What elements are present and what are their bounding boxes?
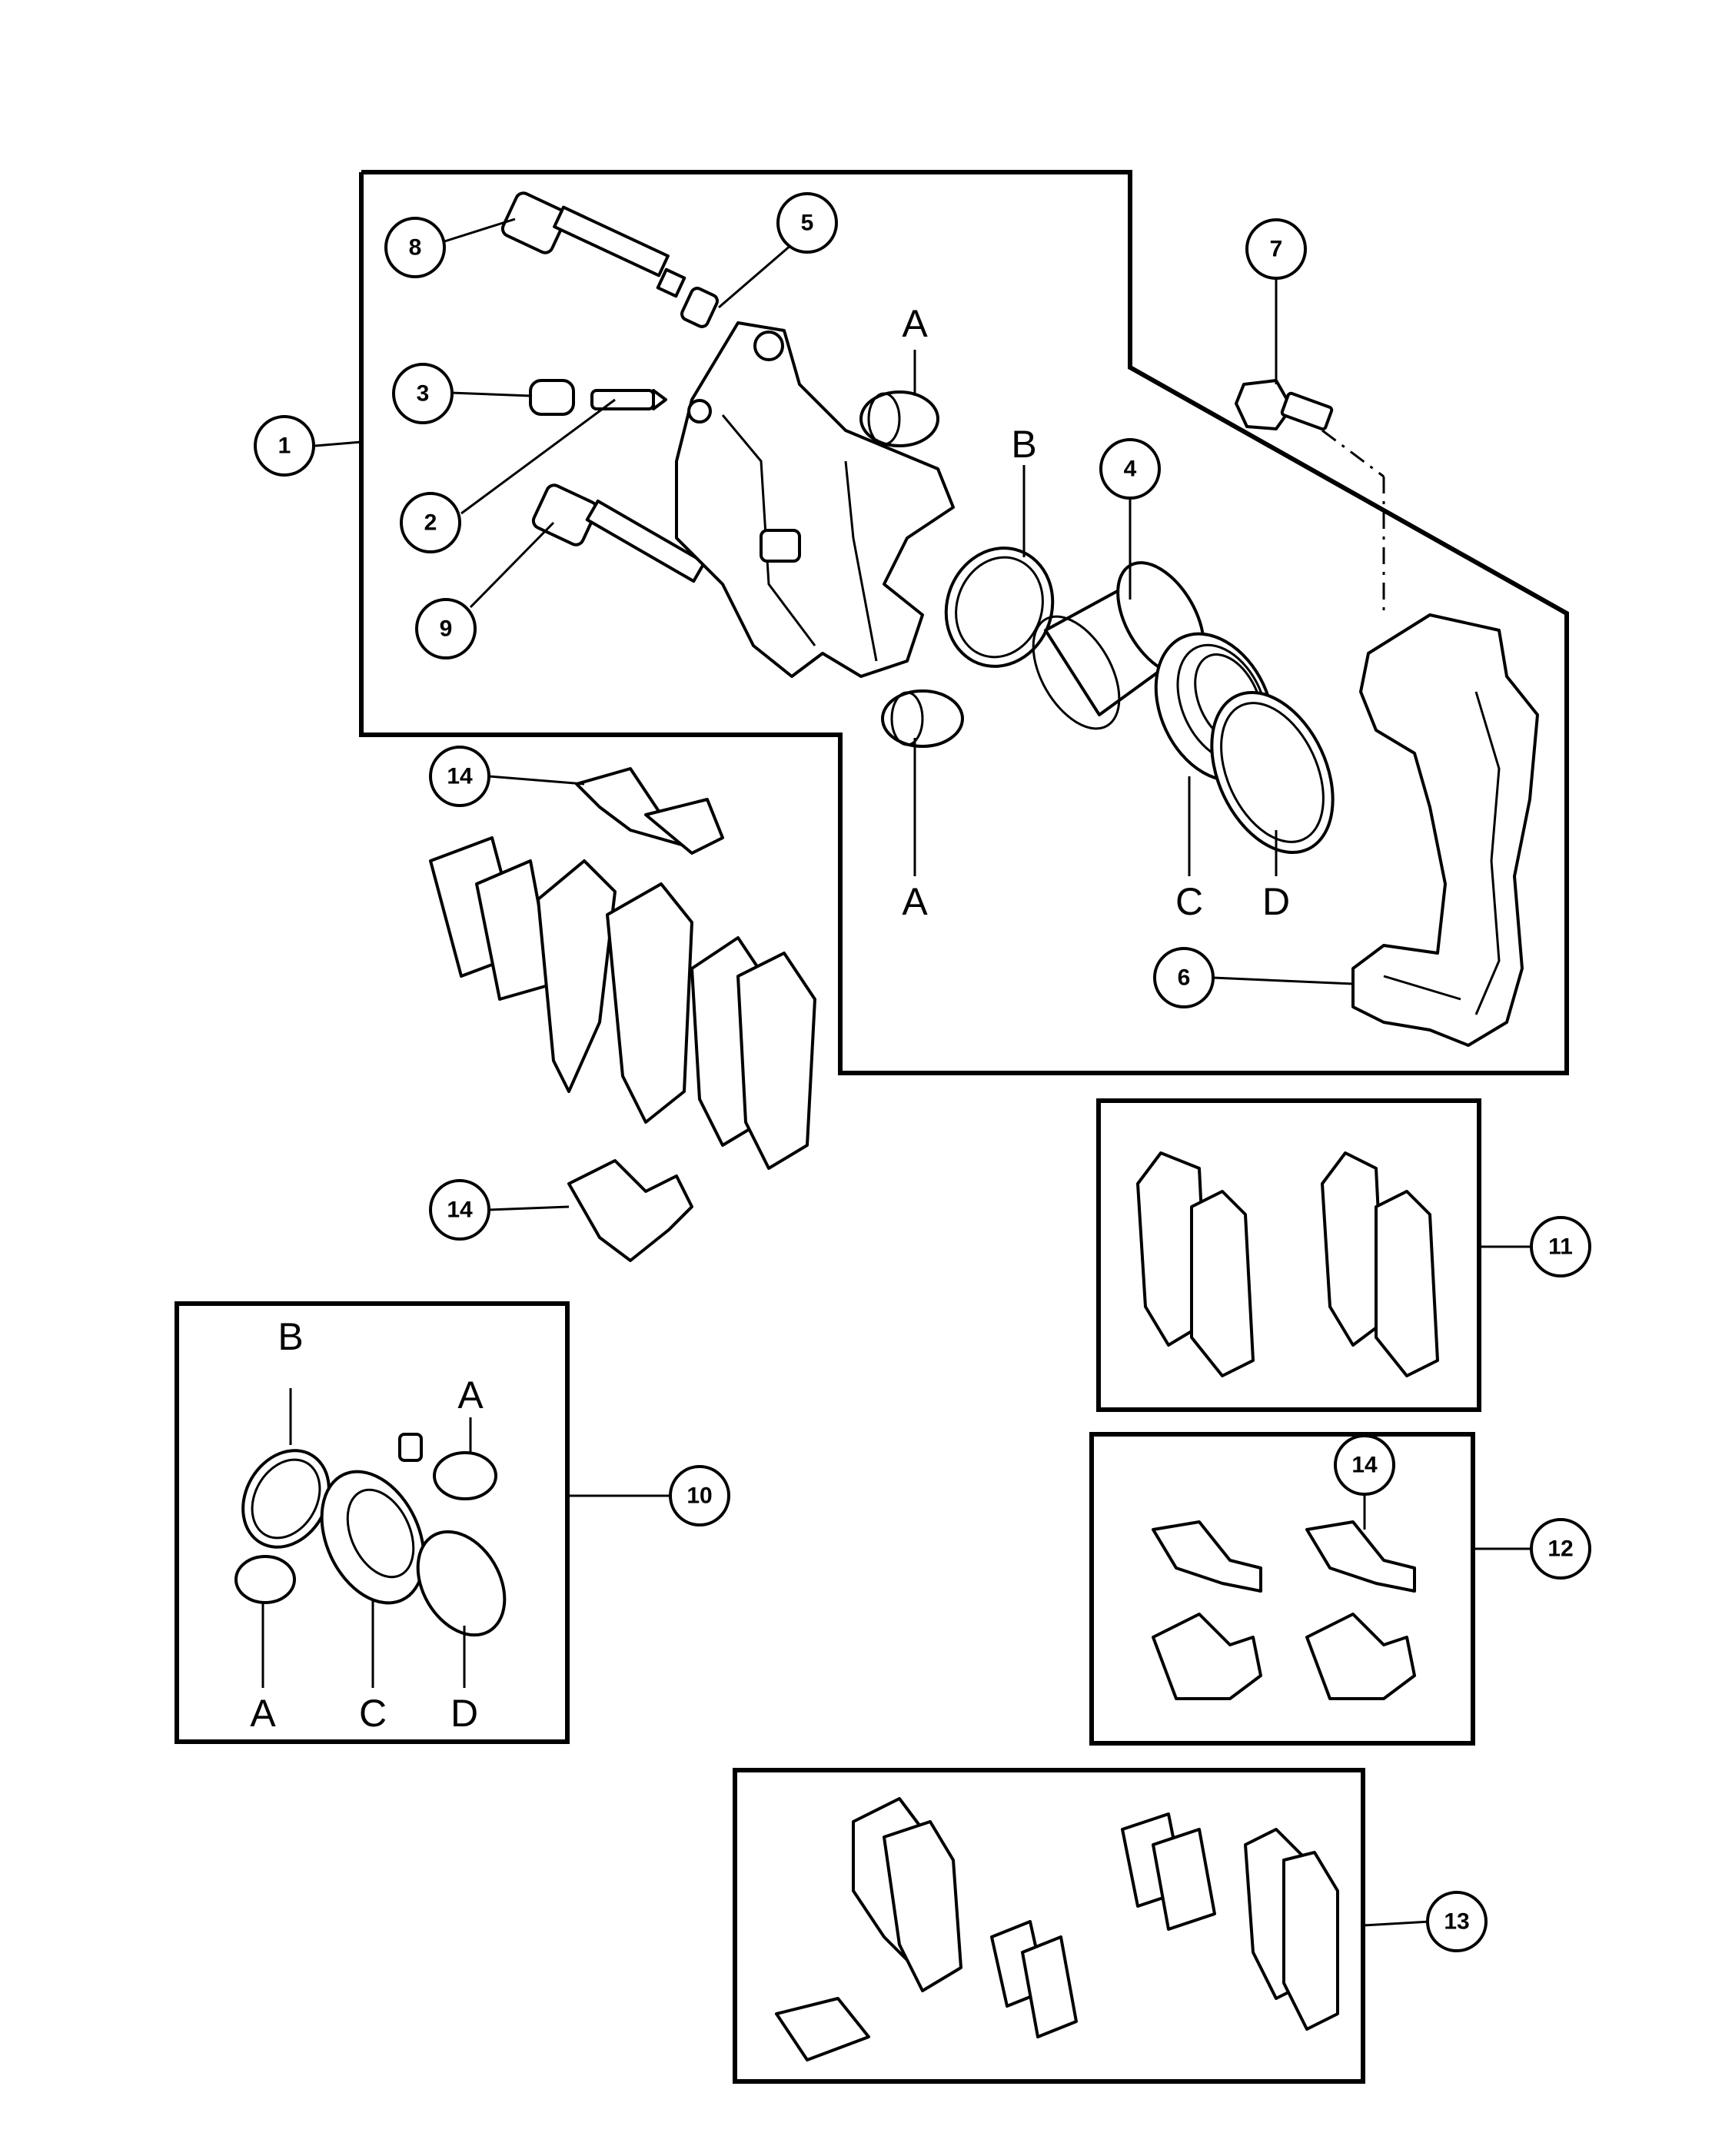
callout-12: 12: [1530, 1518, 1591, 1580]
svg-text:13: 13: [1444, 1909, 1469, 1935]
svg-text:9: 9: [440, 616, 453, 642]
leader-lines: [261, 218, 1534, 1927]
anti-rattle-clip-lower: [567, 1159, 693, 1262]
svg-text:7: 7: [1270, 237, 1283, 262]
svg-text:14: 14: [447, 764, 473, 789]
brake-pad-set-main: [429, 836, 816, 1170]
bushing: [680, 287, 719, 328]
callout-4: 4: [1099, 438, 1161, 500]
label-b-kit: B: [278, 1315, 303, 1358]
label-c-kit: C: [359, 1692, 387, 1735]
bleeder-cap: [529, 379, 575, 416]
clip-kit-frame: [1089, 1432, 1475, 1746]
callout-14-kit: 14: [1334, 1434, 1395, 1496]
boot-retaining-ring: [1210, 691, 1335, 854]
svg-text:10: 10: [686, 1483, 712, 1509]
seal-kit-piston-seal: [241, 1449, 331, 1549]
label-a-kit-left: A: [250, 1692, 276, 1735]
adapter-mounting-bolt: [1235, 379, 1334, 431]
callout-5: 5: [776, 192, 838, 254]
caliper-adapter: [1351, 613, 1539, 1047]
callout-10: 10: [669, 1465, 730, 1526]
anti-rattle-clip-upper: [575, 767, 724, 855]
callout-11: 11: [1530, 1216, 1591, 1277]
svg-text:6: 6: [1178, 965, 1191, 991]
callout-8: 8: [384, 217, 446, 278]
guide-pin-bolt-upper: [500, 191, 686, 298]
callout-14-upper: 14: [429, 746, 490, 807]
svg-text:8: 8: [409, 235, 422, 261]
pin-boot-lower: [881, 689, 964, 748]
svg-text:5: 5: [801, 211, 814, 236]
pad-kit-frame: [1096, 1098, 1481, 1412]
callout-3: 3: [392, 363, 454, 424]
caliper-housing: [675, 321, 955, 678]
label-d-kit: D: [450, 1692, 478, 1735]
label-a-top: A: [902, 302, 928, 345]
callout-6: 6: [1153, 947, 1215, 1008]
seal-kit-boot-a-right: [398, 1433, 497, 1500]
bleeder-screw: [590, 389, 667, 410]
svg-text:4: 4: [1124, 457, 1137, 482]
svg-text:14: 14: [447, 1198, 473, 1223]
piston-seal: [944, 546, 1055, 668]
label-b-main: B: [1011, 423, 1036, 466]
seal-kit-dust-boot-c: [320, 1470, 426, 1605]
svg-text:14: 14: [1351, 1453, 1378, 1478]
pin-boot-upper: [859, 390, 939, 447]
callout-13: 13: [1426, 1891, 1488, 1952]
hardware-kit-frame: [733, 1768, 1365, 2084]
callout-14-lower: 14: [429, 1179, 490, 1241]
pad-kit-pads: [1136, 1151, 1439, 1377]
svg-text:1: 1: [278, 434, 291, 459]
svg-text:3: 3: [417, 381, 430, 407]
label-c-main: C: [1175, 880, 1203, 923]
clip-kit-clips: [1152, 1520, 1416, 1700]
seal-kit-retaining-ring-d: [416, 1530, 507, 1637]
caliper-assembly-frame: [359, 170, 1569, 1075]
svg-text:2: 2: [424, 510, 437, 536]
hardware-kit-parts: [775, 1797, 1339, 2061]
callout-1: 1: [254, 415, 315, 477]
callout-7: 7: [1245, 218, 1307, 280]
label-d-main: D: [1262, 880, 1290, 923]
guide-pin-bolt-lower: [531, 483, 706, 583]
label-a-kit-right: A: [457, 1374, 484, 1417]
callout-2: 2: [400, 492, 461, 553]
seal-kit-boot-a-left: [234, 1555, 296, 1604]
callout-9: 9: [415, 598, 477, 659]
svg-text:11: 11: [1548, 1234, 1573, 1260]
seal-kit-frame: [175, 1301, 570, 1744]
svg-text:12: 12: [1547, 1536, 1573, 1562]
label-a-mid: A: [902, 880, 928, 923]
